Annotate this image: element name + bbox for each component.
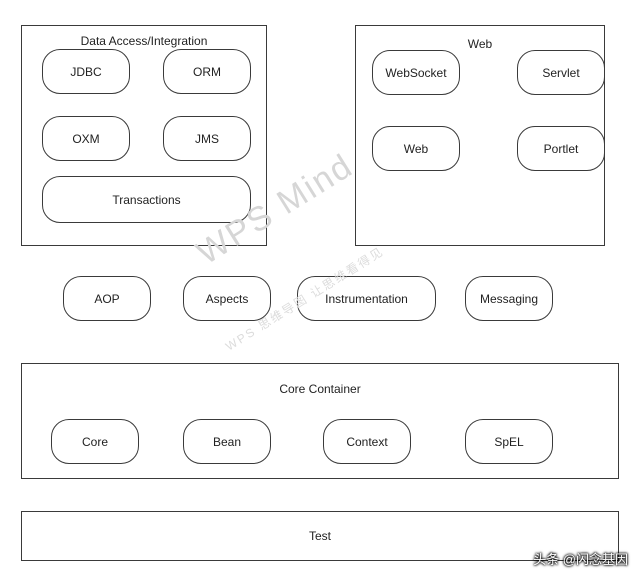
websocket-module[interactable]: WebSocket [372,50,460,95]
web-module[interactable]: Web [372,126,460,171]
portlet-module[interactable]: Portlet [517,126,605,171]
source-credit: 头条 @闪念基因 [533,552,628,567]
test-module[interactable]: Test [21,511,619,561]
web-title: Web [467,37,493,51]
jms-module[interactable]: JMS [163,116,251,161]
bean-module[interactable]: Bean [183,419,271,464]
jdbc-module[interactable]: JDBC [42,49,130,94]
servlet-module[interactable]: Servlet [517,50,605,95]
data-access-integration-title: Data Access/Integration [80,34,208,48]
core-container-title: Core Container [279,382,361,396]
orm-module[interactable]: ORM [163,49,251,94]
core-module[interactable]: Core [51,419,139,464]
spel-module[interactable]: SpEL [465,419,553,464]
aspects-module[interactable]: Aspects [183,276,271,321]
transactions-module[interactable]: Transactions [42,176,251,223]
aop-module[interactable]: AOP [63,276,151,321]
instrumentation-module[interactable]: Instrumentation [297,276,436,321]
context-module[interactable]: Context [323,419,411,464]
messaging-module[interactable]: Messaging [465,276,553,321]
oxm-module[interactable]: OXM [42,116,130,161]
